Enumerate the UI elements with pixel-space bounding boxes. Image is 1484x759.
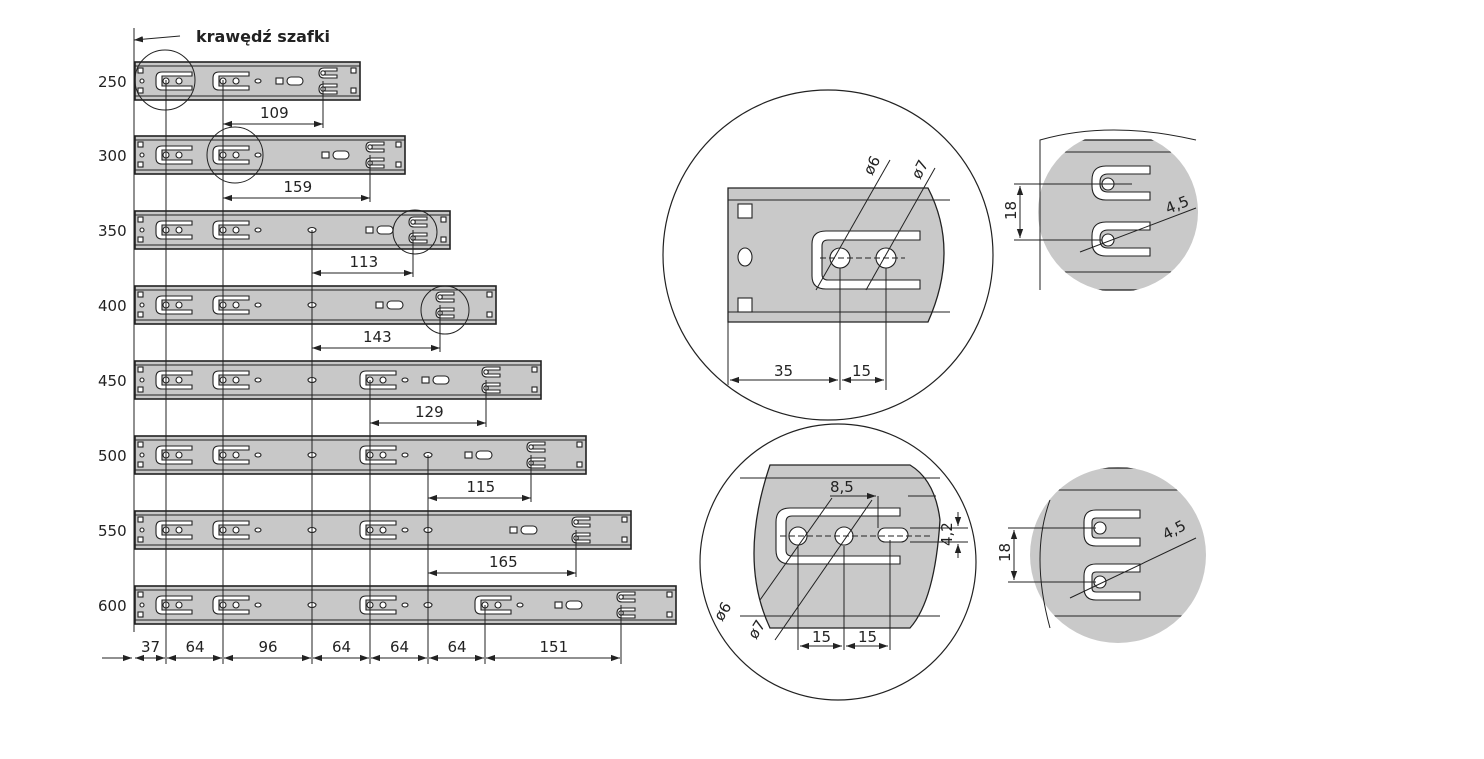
rails-group: 250 109 300 159 350 113 400 143 450 129 500 115 550 1… bbox=[98, 49, 677, 664]
detail-bottom-circle: 8,5 4,2 ø6 ø7 15 15 bbox=[699, 423, 977, 701]
rail-size-label: 250 bbox=[98, 73, 127, 91]
detail-bottom-slot-w: 8,5 bbox=[830, 478, 854, 496]
rail-dim-label: 165 bbox=[489, 553, 518, 571]
rail-500: 500 115 bbox=[98, 435, 587, 502]
rail-550: 550 165 bbox=[98, 510, 632, 577]
detail-bottom-right-h18: 18 bbox=[996, 543, 1014, 562]
bottom-dim-label: 96 bbox=[259, 638, 278, 656]
detail-bottom-w15b: 15 bbox=[858, 628, 877, 646]
detail-bottom-right-circle: 18 4,5 bbox=[996, 467, 1206, 643]
detail-callout-circle bbox=[392, 209, 438, 255]
rail-600: 600 bbox=[98, 585, 677, 625]
rail-dim-label: 109 bbox=[260, 104, 289, 122]
cabinet-edge-label: krawędź szafki bbox=[196, 27, 330, 46]
rail-size-label: 400 bbox=[98, 297, 127, 315]
rail-dim-label: 113 bbox=[350, 253, 379, 271]
detail-top-right-h18: 18 bbox=[1002, 201, 1020, 220]
rail-dim-label: 143 bbox=[363, 328, 392, 346]
rail-size-label: 500 bbox=[98, 447, 127, 465]
rail-300: 300 159 bbox=[98, 135, 406, 202]
rail-body bbox=[134, 210, 451, 250]
bottom-dimensions: 37 64 96 64 64 64 151 bbox=[102, 638, 620, 662]
rail-250: 250 109 bbox=[98, 61, 361, 128]
rail-350: 350 113 bbox=[98, 210, 451, 277]
bottom-dim-label: 64 bbox=[390, 638, 409, 656]
rail-dim-label: 129 bbox=[415, 403, 444, 421]
detail-callout-circle bbox=[134, 49, 196, 111]
rail-body bbox=[134, 360, 542, 400]
cabinet-edge-arrow bbox=[133, 35, 181, 43]
detail-bottom-slot-h: 4,2 bbox=[938, 522, 956, 546]
rail-dim-label: 159 bbox=[284, 178, 313, 196]
rail-size-label: 550 bbox=[98, 522, 127, 540]
detail-top-circle: ø6 ø7 35 15 bbox=[662, 89, 994, 421]
bottom-dim-label: 64 bbox=[448, 638, 467, 656]
detail-callout-circle bbox=[420, 285, 470, 335]
bottom-dim-label: 37 bbox=[141, 638, 160, 656]
rail-size-label: 300 bbox=[98, 147, 127, 165]
rail-450: 450 129 bbox=[98, 360, 542, 427]
detail-top-right-circle: 18 4,5 bbox=[1002, 129, 1198, 291]
rail-size-label: 600 bbox=[98, 597, 127, 615]
rail-size-label: 450 bbox=[98, 372, 127, 390]
rail-400: 400 143 bbox=[98, 285, 497, 352]
rail-size-label: 350 bbox=[98, 222, 127, 240]
detail-bottom-w15a: 15 bbox=[812, 628, 831, 646]
rail-dim-label: 115 bbox=[467, 478, 496, 496]
bottom-dim-label: 64 bbox=[332, 638, 351, 656]
detail-callout-circle bbox=[206, 126, 264, 184]
bottom-dim-label: 151 bbox=[540, 638, 569, 656]
detail-top-w35: 35 bbox=[774, 362, 793, 380]
detail-top-w15: 15 bbox=[852, 362, 871, 380]
bottom-dim-label: 64 bbox=[186, 638, 205, 656]
